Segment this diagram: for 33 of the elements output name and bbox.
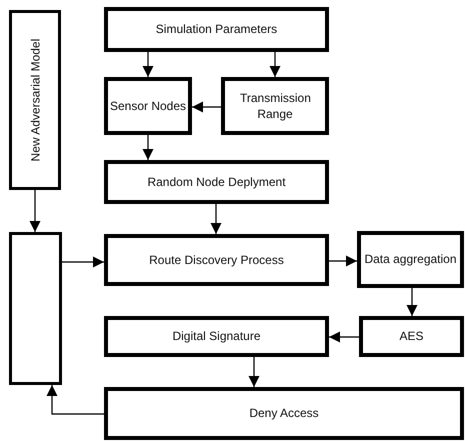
process-box [9,10,61,190]
arrow [329,256,357,266]
box-label: Transmission Range [240,90,310,122]
box-label: Simulation Parameters [156,21,278,38]
arrow [406,288,418,316]
process-box [359,316,464,357]
arrow [329,332,359,342]
process-box [104,77,192,135]
arrow [62,256,104,268]
arrow [30,190,40,232]
box-label: Digital Signature [172,328,261,345]
process-box [104,387,464,440]
process-box [104,160,329,204]
process-box [357,231,464,288]
process-box [104,316,329,357]
process-box [104,234,329,286]
empty-box [9,232,62,385]
box-label: New Adversarial Model [26,38,43,162]
arrow [46,385,104,415]
box-label: AES [399,328,424,345]
process-box [104,7,329,52]
arrow [142,52,154,77]
process-box [221,77,329,135]
arrow [192,102,221,112]
box-label: Random Node Deplyment [147,174,286,190]
box-label: Route Discovery Process [149,252,284,268]
arrow [270,52,280,77]
box-label: Data aggregation [364,251,457,268]
box-label: Sensor Nodes [110,98,186,114]
arrow [142,135,154,160]
box-label: Deny Access [249,405,319,422]
arrow [248,357,260,387]
arrow [210,204,222,234]
